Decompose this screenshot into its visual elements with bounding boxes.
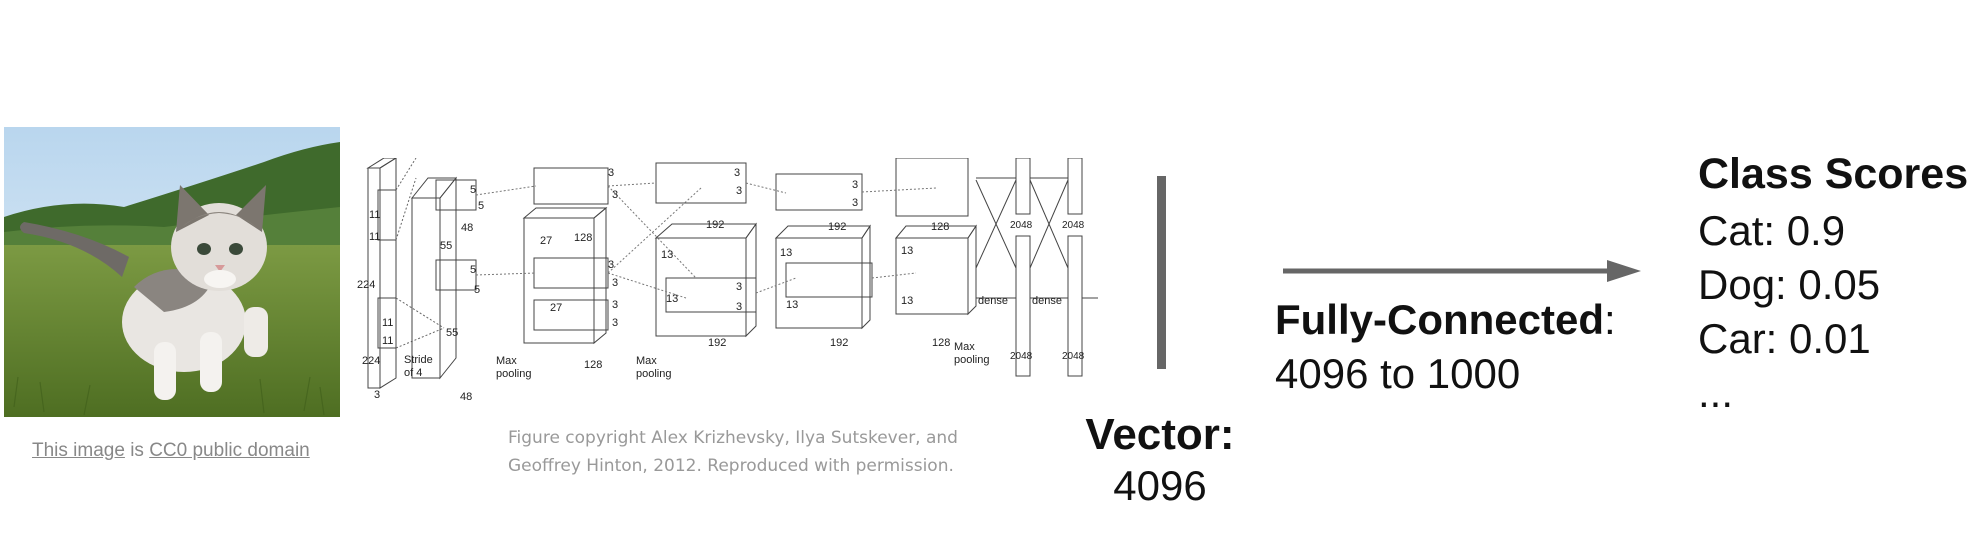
pooling-label-2: pooling [636, 368, 671, 380]
conv4-kernel-label-3: 3 [736, 281, 742, 293]
dense-label: dense [978, 295, 1008, 307]
conv3-kernel-label-3: 3 [608, 259, 614, 271]
conv4-kernel-label-4: 3 [736, 301, 742, 313]
score-item-cat: Cat: 0.9 [1698, 207, 1846, 254]
conv4-kernel-label-2: 3 [736, 185, 742, 197]
pooling-label-3: pooling [954, 354, 989, 366]
dense-units-label-3: 2048 [1010, 351, 1033, 362]
figure-copyright: Figure copyright Alex Krizhevsky, Ilya S… [508, 424, 1028, 480]
alexnet-svg: 11 11 224 224 3 11 11 Stride of 4 55 55 … [357, 157, 1098, 403]
score-item-dog: Dog: 0.05 [1698, 261, 1881, 308]
conv2-kernel-label-3: 5 [470, 264, 476, 276]
conv3-kernel-label-5: 3 [612, 299, 618, 311]
conv-window-kernel-label-2: 11 [382, 335, 393, 347]
conv3-depth-label: 192 [706, 219, 724, 231]
conv3-size-label: 13 [661, 249, 673, 261]
fully-connected-mapping: 4096 to 1000 [1275, 350, 1521, 397]
vector-size: 4096 [1113, 462, 1207, 509]
conv5-kernel-label-2: 3 [852, 197, 858, 209]
conv3-kernel-label: 3 [608, 167, 614, 179]
conv4-size-label-2: 13 [786, 299, 798, 311]
conv1-size-label: 55 [440, 240, 452, 252]
license-link[interactable]: CC0 public domain [149, 440, 310, 461]
conv2-size-label: 27 [540, 235, 552, 247]
figure-copyright-line1: Figure copyright Alex Krizhevsky, Ilya S… [508, 428, 958, 448]
input-volume [366, 157, 398, 389]
conv3-kernel-label-6: 3 [612, 317, 618, 329]
dense-label-2: dense [1032, 295, 1062, 307]
conv2-size-label-2: 27 [550, 302, 562, 314]
max-label-2: Max [636, 355, 657, 367]
conv5-depth-label: 128 [931, 221, 949, 233]
class-scores-title: Class Scores [1698, 150, 1969, 198]
conv2-volume [522, 167, 609, 345]
input-kernel-label: 11 [369, 209, 380, 221]
conv1-depth-label-2: 48 [460, 391, 472, 403]
input-size-label: 224 [357, 279, 375, 291]
conv-window-kernel-label: 11 [382, 317, 393, 329]
stride-of4-label: of 4 [404, 367, 422, 379]
figure-copyright-line2: Geoffrey Hinton, 2012. Reproduced with p… [508, 456, 954, 476]
score-item-ellipsis: ... [1698, 369, 1734, 416]
input-size-label-2: 224 [362, 355, 380, 367]
conv2-kernel-label-4: 5 [474, 284, 480, 296]
right-arrow-icon [1283, 260, 1641, 282]
fully-connected-colon: : [1604, 296, 1616, 343]
kitten-illustration [4, 127, 340, 417]
fully-connected-name: Fully-Connected [1275, 296, 1605, 343]
max-label: Max [496, 355, 517, 367]
image-link[interactable]: This image [32, 440, 125, 461]
stride-label: Stride [404, 354, 433, 366]
conv3-kernel-label-2: 3 [612, 189, 618, 201]
conv4-depth-label: 192 [828, 221, 846, 233]
conv5-size-label-2: 13 [901, 295, 913, 307]
input-depth-label: 3 [374, 389, 380, 401]
class-scores-list: Cat: 0.9 Dog: 0.05 Car: 0.01 ... [1698, 204, 1880, 420]
conv4-kernel-label: 3 [734, 167, 740, 179]
alexnet-diagram: 11 11 224 224 3 11 11 Stride of 4 55 55 … [356, 157, 1098, 408]
conv5-volume [894, 157, 977, 316]
conv2-depth-label-2: 128 [584, 359, 602, 371]
pooling-label: pooling [496, 368, 531, 380]
photo-credit-is: is [124, 440, 150, 461]
conv5-size-label: 13 [901, 245, 913, 257]
conv1-volume [410, 176, 458, 380]
conv5-depth-label-2: 128 [932, 337, 950, 349]
max-label-3: Max [954, 341, 975, 353]
photo-credit: This image is CC0 public domain [32, 440, 310, 462]
conv1-depth-label: 48 [461, 222, 473, 234]
conv2-kernel-label-2: 5 [478, 200, 484, 212]
input-kernel-label-2: 11 [369, 231, 380, 243]
conv1-size-label-2: 55 [446, 327, 458, 339]
conv4-depth-label-2: 192 [830, 337, 848, 349]
feature-vector-bar [1157, 176, 1166, 369]
conv3-kernel-label-4: 3 [612, 277, 618, 289]
dense-units-label-4: 2048 [1062, 351, 1085, 362]
kitten-photo [4, 127, 340, 417]
score-item-car: Car: 0.01 [1698, 315, 1871, 362]
vector-title: Vector: [1085, 410, 1235, 459]
dense-units-label: 2048 [1010, 220, 1033, 231]
conv3-size-label-2: 13 [666, 293, 678, 305]
conv2-depth-label: 128 [574, 232, 592, 244]
fully-connected-heading: Fully-Connected: [1275, 296, 1616, 344]
conv3-depth-label-2: 192 [708, 337, 726, 349]
conv4-size-label: 13 [780, 247, 792, 259]
dense-layers [975, 157, 1098, 377]
conv5-kernel-label: 3 [852, 179, 858, 191]
dense-units-label-2: 2048 [1062, 220, 1085, 231]
conv2-kernel-label: 5 [470, 184, 476, 196]
